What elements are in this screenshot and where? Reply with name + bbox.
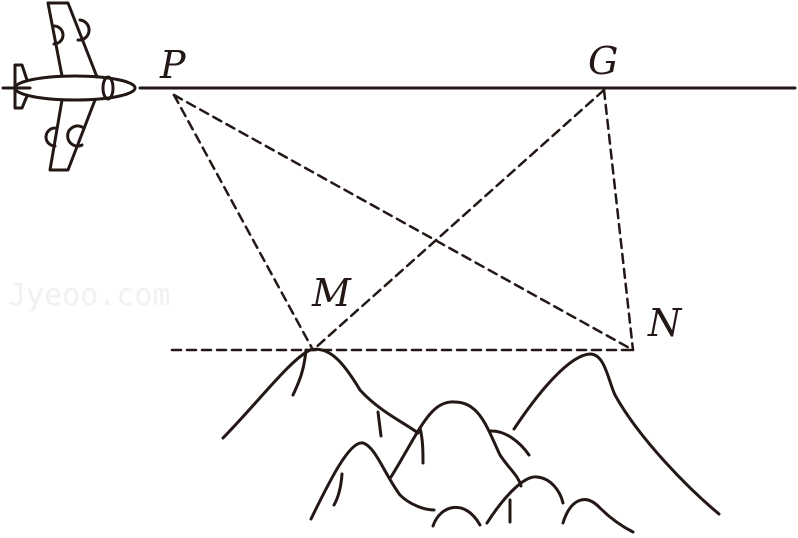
airplane-icon: [1, 1, 137, 172]
label-n: N: [648, 301, 682, 345]
watermark: Jyeoo.com: [8, 278, 171, 313]
label-g: G: [588, 39, 619, 83]
label-m: M: [312, 271, 351, 315]
mountains: [221, 347, 721, 534]
label-p: P: [160, 43, 186, 87]
sight-lines: [170, 88, 637, 352]
